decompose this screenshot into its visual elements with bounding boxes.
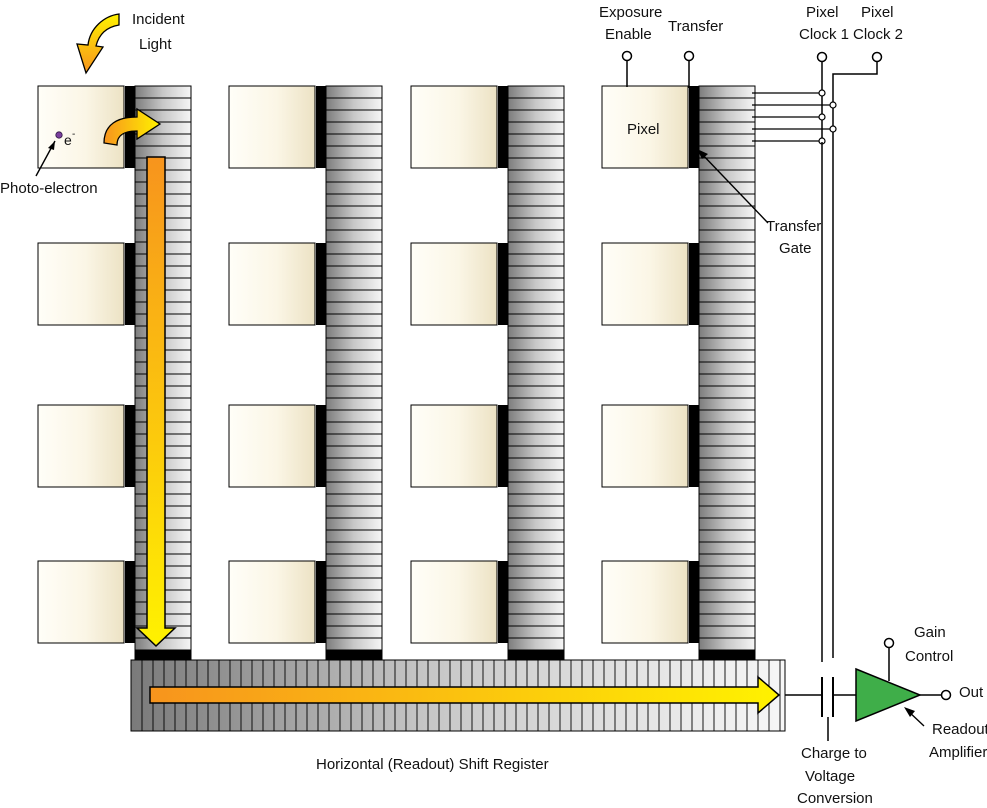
transfer-terminal-icon: [683, 50, 695, 62]
pixel-column: [410, 85, 565, 661]
exposure-enable-label-1: Exposure: [599, 4, 662, 21]
incident-light-label-2: Light: [139, 36, 172, 53]
pixel-clock-2-label-1: Pixel: [861, 4, 894, 21]
horizontal-transfer-arrow: [149, 675, 781, 715]
transfer-gate: [125, 243, 135, 325]
transfer-gate: [498, 86, 508, 168]
pixel-clock-1-label-2: Clock 1: [799, 26, 849, 43]
electron-sup-label: -: [72, 129, 75, 140]
photo-electron-pointer: [35, 140, 56, 177]
readout-amplifier-label-1: Readout: [932, 721, 987, 738]
horizontal-register-label: Horizontal (Readout) Shift Register: [316, 756, 549, 773]
transfer-gate: [125, 561, 135, 643]
pixel-cell: [410, 404, 508, 488]
transfer-gate: [689, 561, 699, 643]
output-terminal-icon: [940, 689, 952, 701]
pixel-clock-1-label-1: Pixel: [806, 4, 839, 21]
vertical-shift-register: [507, 85, 565, 661]
transfer-gate-label-1: Transfer: [766, 218, 821, 235]
exposure-enable-terminal-icon: [621, 50, 633, 62]
pixel-cell: [37, 242, 135, 326]
pixel-cell: [601, 242, 699, 326]
pixel-cell: [228, 242, 326, 326]
transfer-gate: [316, 243, 326, 325]
pixel-column: [228, 85, 383, 661]
pixel-cell: [228, 560, 326, 644]
transfer-gate: [689, 243, 699, 325]
pixel-column: [601, 85, 756, 661]
photo-electron-label: Photo-electron: [0, 180, 98, 197]
transfer-gate: [689, 86, 699, 168]
gain-control-label-2: Control: [905, 648, 953, 665]
transfer-gate: [498, 561, 508, 643]
pixel-cell: [410, 85, 508, 169]
incident-light-arrow: [76, 13, 120, 75]
photo-electron-dot: e -: [55, 129, 75, 148]
pixel-clock-2-terminal-icon: [871, 51, 883, 63]
transfer-gate: [316, 405, 326, 487]
pixel-clock-2-label-2: Clock 2: [853, 26, 903, 43]
transfer-gate: [689, 405, 699, 487]
out-label: Out: [959, 684, 984, 701]
register-cap: [699, 650, 755, 660]
incident-light-label-1: Incident: [132, 11, 185, 28]
charge-to-voltage-label-3: Conversion: [797, 790, 873, 807]
vertical-register-end-caps: [135, 650, 755, 660]
transfer-gate: [316, 561, 326, 643]
vertical-shift-register: [698, 85, 756, 661]
vertical-shift-register: [325, 85, 383, 661]
register-cap: [135, 650, 191, 660]
labels: Incident Light Photo-electron Exposure E…: [0, 4, 987, 807]
pixel-cell: [37, 560, 135, 644]
transfer-gate: [498, 405, 508, 487]
exposure-enable-label-2: Enable: [605, 26, 652, 43]
pixel-cell: [410, 242, 508, 326]
control-wiring: [621, 50, 883, 696]
readout-amplifier: [855, 637, 952, 723]
readout-amplifier-pointer: [904, 707, 925, 727]
pixel-array: [37, 85, 756, 661]
pixel-cell: [601, 560, 699, 644]
transfer-gate-label-2: Gate: [779, 240, 812, 257]
electron-label: e: [64, 132, 72, 148]
pixel-cell: [601, 404, 699, 488]
gain-control-terminal-icon: [883, 637, 895, 649]
transfer-gate: [125, 405, 135, 487]
register-cap: [326, 650, 382, 660]
gain-control-label-1: Gain: [914, 624, 946, 641]
pixel-cell: [228, 404, 326, 488]
pixel-cell: [601, 85, 699, 169]
charge-to-voltage-label-2: Voltage: [805, 768, 855, 785]
readout-amplifier-label-2: Amplifier: [929, 744, 987, 761]
pixel-cell: [37, 404, 135, 488]
transfer-gate-pointer: [697, 149, 769, 224]
pixel-clock-1-terminal-icon: [816, 51, 828, 63]
pixel-cell: [228, 85, 326, 169]
register-cap: [508, 650, 564, 660]
vertical-transfer-arrow: [135, 156, 177, 648]
charge-to-voltage-label-1: Charge to: [801, 745, 867, 762]
pixel-column: [37, 85, 192, 661]
pixel-cell: [410, 560, 508, 644]
transfer-gate: [498, 243, 508, 325]
pixel-to-register-arrow: [103, 107, 162, 146]
transfer-label: Transfer: [668, 18, 723, 35]
pixel-label: Pixel: [627, 121, 660, 138]
transfer-gate: [316, 86, 326, 168]
charge-to-voltage-capacitor: [821, 677, 856, 741]
